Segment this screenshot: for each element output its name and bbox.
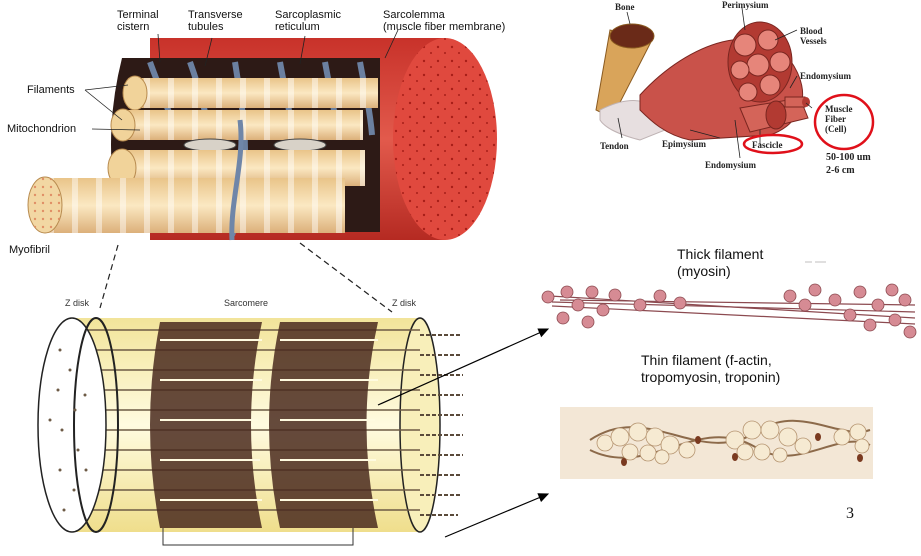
mitochondrion-label: Mitochondrion (7, 123, 76, 135)
muscle-anatomy-illustration (596, 8, 873, 158)
bone-label: Bone (615, 2, 635, 12)
sarcolemma-label: Sarcolemma (muscle fiber membrane) (383, 9, 505, 33)
muscle-fiber-illustration (28, 30, 497, 240)
muscle-fiber-label: Muscle Fiber (Cell) (825, 104, 853, 134)
transverse-tubules-label: Transverse tubules (188, 9, 243, 33)
sarcomere-label: Sarcomere (224, 298, 268, 308)
page-number: 3 (846, 505, 854, 522)
fascicle-label: Fascicle (752, 140, 783, 150)
sarcoplasmic-reticulum-label: Sarcoplasmic reticulum (275, 9, 341, 33)
thick-filament-label: Thick filament (myosin) (677, 246, 763, 280)
size-label-cm: 2-6 cm (826, 166, 855, 176)
z-disk-left-label: Z disk (65, 298, 89, 308)
terminal-cistern-label: Terminal cistern (117, 9, 159, 33)
filaments-label: Filaments (27, 84, 75, 96)
thin-filament-illustration (560, 407, 873, 479)
epimysium-label: Epimysium (662, 139, 706, 149)
z-disk-right-label: Z disk (392, 298, 416, 308)
thin-filament-label: Thin filament (f-actin, tropomyosin, tro… (641, 352, 780, 386)
tendon-label: Tendon (600, 141, 629, 151)
size-label-um: 50-100 um (826, 153, 871, 163)
myofibril-label: Myofibril (9, 244, 50, 256)
endomysium-bottom-label: Endomysium (705, 160, 756, 170)
perimysium-label: Perimysium (722, 0, 769, 10)
endomysium-top-label: Endomysium (800, 71, 851, 81)
blood-vessels-label: Blood Vessels (800, 26, 827, 46)
sarcomere-illustration (38, 318, 463, 545)
